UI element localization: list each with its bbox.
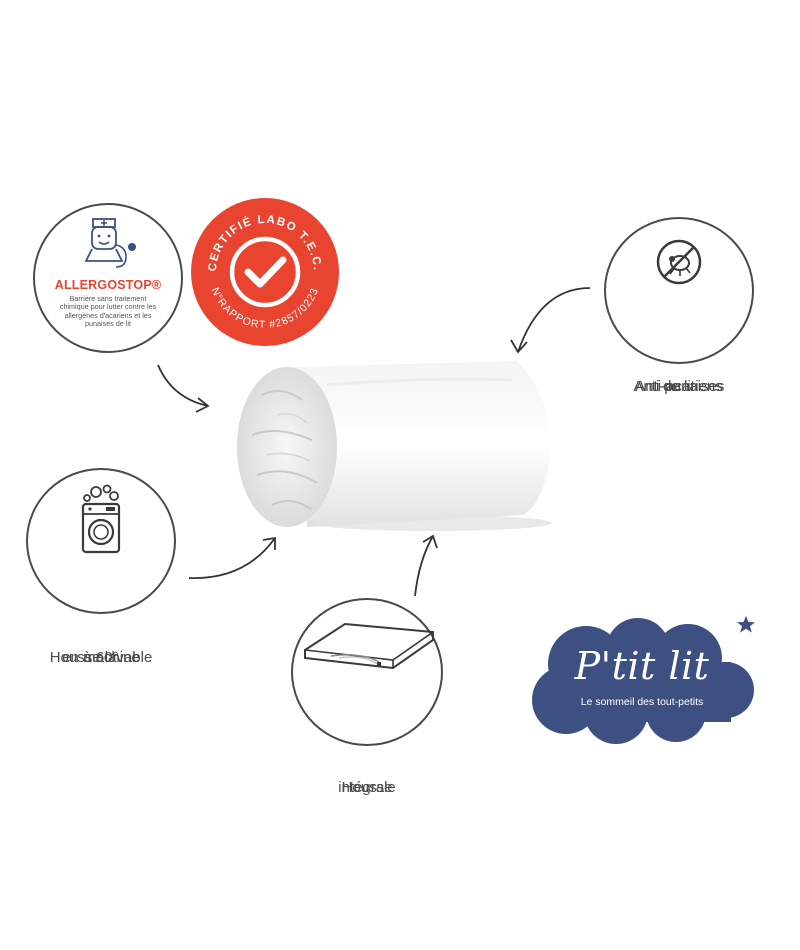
allergostop-description: Barrière sans traitement chimique pour l… — [59, 294, 157, 329]
star-icon — [737, 616, 755, 633]
doctor-stethoscope-icon — [84, 218, 136, 268]
allergostop-brand: ALLERGOSTOP® — [54, 278, 162, 292]
check-circle-icon — [229, 236, 301, 308]
arrow-allergostop-to-product — [157, 364, 210, 413]
arrow-wash-to-product — [188, 536, 276, 579]
washing-machine-icon — [81, 484, 121, 554]
rolled-mattress-protector — [237, 361, 552, 531]
ptit-lit-logo: P'tit lit Le sommeil des tout-petits — [526, 612, 758, 750]
mattress-icon — [304, 622, 434, 670]
logo-tagline: Le sommeil des tout-petits — [580, 696, 704, 708]
arrow-mites-to-product — [510, 287, 591, 354]
no-bug-icon — [656, 239, 702, 285]
logo-title: P'tit lit — [574, 644, 710, 688]
wash-line-2: en machine — [62, 649, 140, 666]
housse-line-1: Housse — [341, 779, 393, 796]
housse-line-2: intégrale — [338, 779, 396, 796]
anti-mites-badge: Anti-acariens Anti-punaises de lit — [604, 217, 754, 395]
integral-cover-badge: Housse intégrale — [291, 598, 443, 796]
wash-line-3: à 60° — [83, 649, 119, 666]
mites-line-2: Anti-punaises — [633, 378, 725, 395]
mites-line-3: de lit — [663, 378, 695, 395]
cloud-shape — [532, 616, 755, 744]
arrow-housse-to-product — [414, 534, 438, 597]
mites-line-1: Anti-acariens — [635, 378, 723, 395]
allergostop-badge: ALLERGOSTOP® Barrière sans traitement ch… — [33, 203, 183, 353]
washable-badge: Housse lavable en machine à 60° — [26, 468, 176, 666]
wash-line-1: Housse lavable — [49, 649, 153, 666]
checkmark-icon — [244, 256, 287, 288]
certification-seal: CERTIFIÉ LABO T.E.C. N°RAPPORT #2857/022… — [191, 198, 339, 346]
